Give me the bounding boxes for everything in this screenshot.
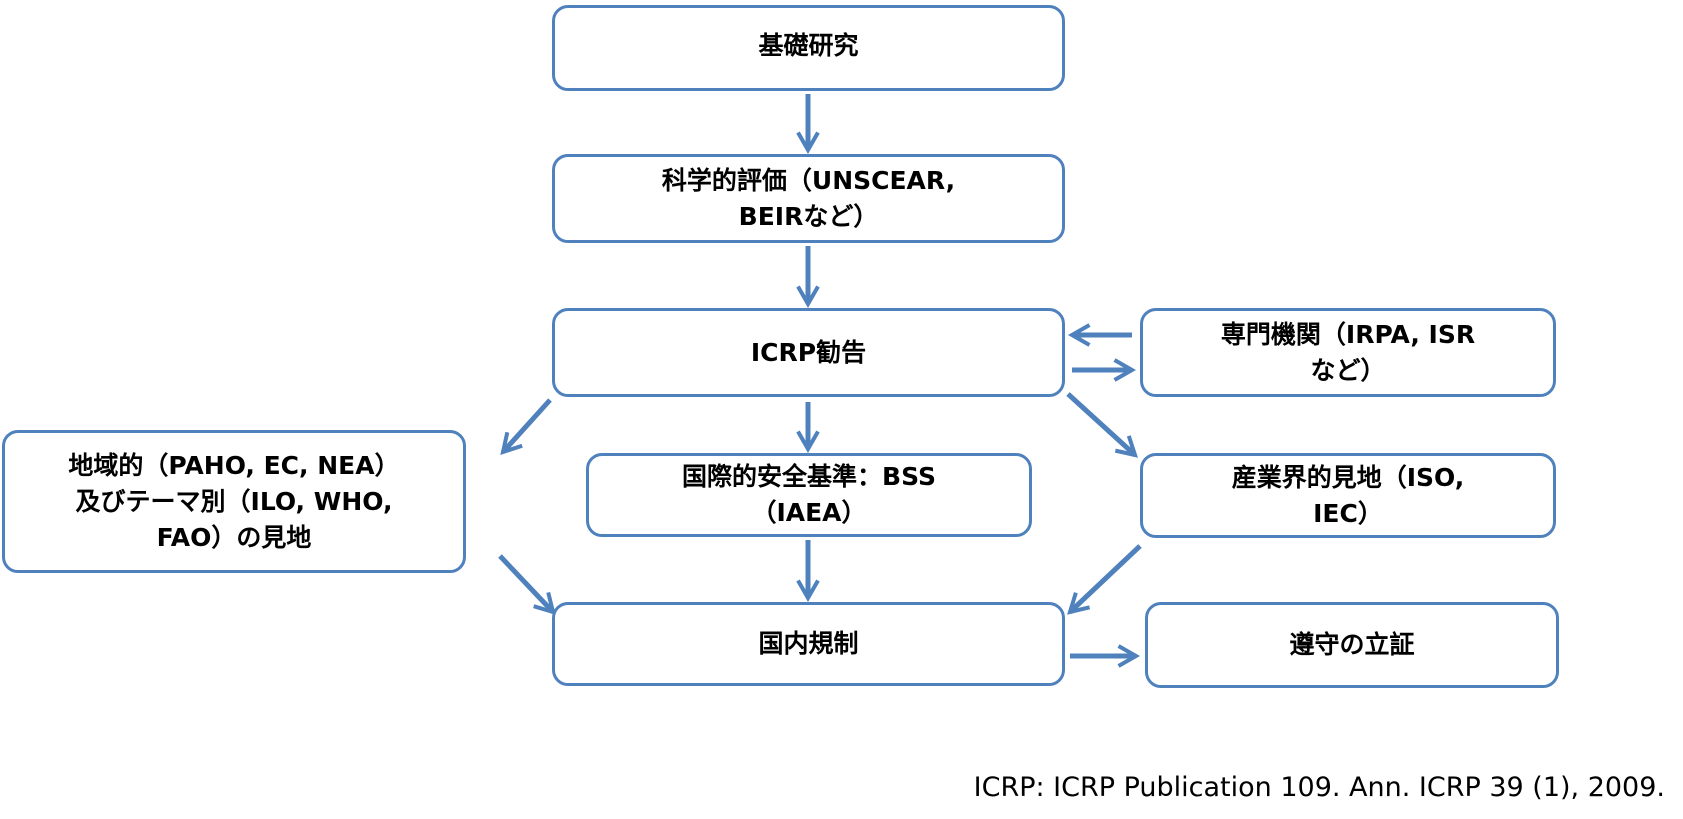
box-label: 科学的評価（UNSCEAR, BEIRなど） bbox=[661, 165, 956, 231]
box-basic-research: 基礎研究 bbox=[552, 5, 1065, 91]
arrow-regional-to-national bbox=[498, 554, 556, 615]
box-industry-views: 産業界的見地（ISO, IEC） bbox=[1140, 453, 1556, 538]
box-regional-thematic: 地域的（PAHO, EC, NEA） 及びテーマ別（ILO, WHO, FAO）… bbox=[2, 430, 466, 573]
box-professional-bodies: 専門機関（IRPA, ISR など） bbox=[1140, 308, 1556, 397]
box-label: 地域的（PAHO, EC, NEA） 及びテーマ別（ILO, WHO, FAO）… bbox=[68, 450, 400, 552]
source-footnote: ICRP: ICRP Publication 109. Ann. ICRP 39… bbox=[973, 772, 1665, 803]
box-label: 国際的安全基準：BSS （IAEA） bbox=[682, 462, 936, 527]
box-label: 専門機関（IRPA, ISR など） bbox=[1220, 319, 1476, 385]
box-label: 基礎研究 bbox=[758, 31, 859, 60]
box-label: ICRP勧告 bbox=[750, 337, 867, 367]
arrow-icrp-to-regional bbox=[500, 398, 552, 455]
box-national-regulation: 国内規制 bbox=[552, 602, 1065, 686]
box-icrp-recommendations: ICRP勧告 bbox=[552, 308, 1065, 397]
box-scientific-evaluation: 科学的評価（UNSCEAR, BEIRなど） bbox=[552, 154, 1065, 243]
arrow-industry-to-national bbox=[1067, 544, 1142, 615]
box-demonstration-of-compliance: 遵守の立証 bbox=[1145, 602, 1559, 688]
box-label: 遵守の立証 bbox=[1289, 630, 1415, 659]
box-label: 国内規制 bbox=[758, 629, 859, 658]
arrow-icrp-to-industry bbox=[1066, 392, 1138, 458]
box-international-standards: 国際的安全基準：BSS （IAEA） bbox=[586, 453, 1032, 537]
box-label: 産業界的見地（ISO, IEC） bbox=[1231, 462, 1465, 528]
